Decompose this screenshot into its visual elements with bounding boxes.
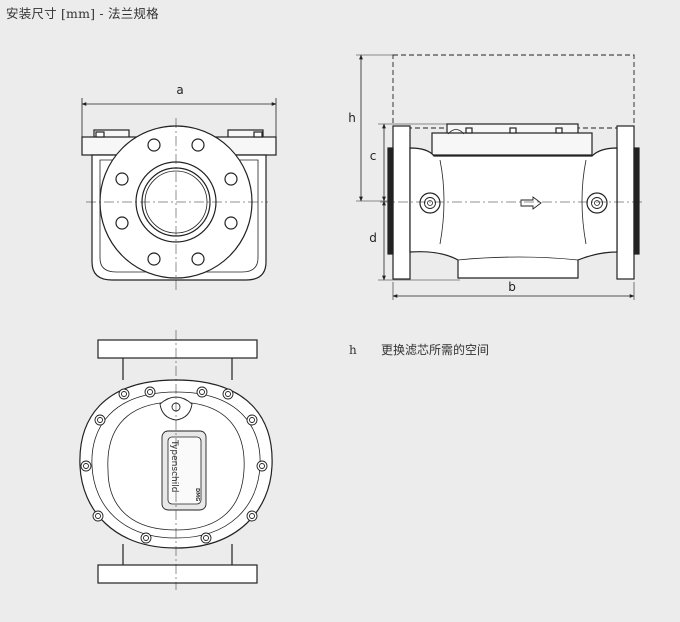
legend-description: 更换滤芯所需的空间 [381, 343, 490, 357]
dimension-label-a: a [176, 83, 183, 97]
legend-symbol: h [349, 343, 357, 357]
nameplate-label: Typenschild [169, 439, 179, 492]
dimension-label-h: h [348, 111, 356, 125]
dimension-label-c: c [370, 149, 377, 163]
dimension-label-d: d [369, 231, 377, 245]
nameplate-logo: DMG [194, 488, 200, 501]
legend: h 更换滤芯所需的空间 [349, 341, 489, 358]
front-view [81, 98, 277, 290]
side-view [356, 54, 642, 300]
dimension-label-b: b [508, 280, 516, 294]
top-view [79, 330, 273, 590]
page-title: 安装尺寸 [mm] - 法兰规格 [6, 6, 159, 21]
